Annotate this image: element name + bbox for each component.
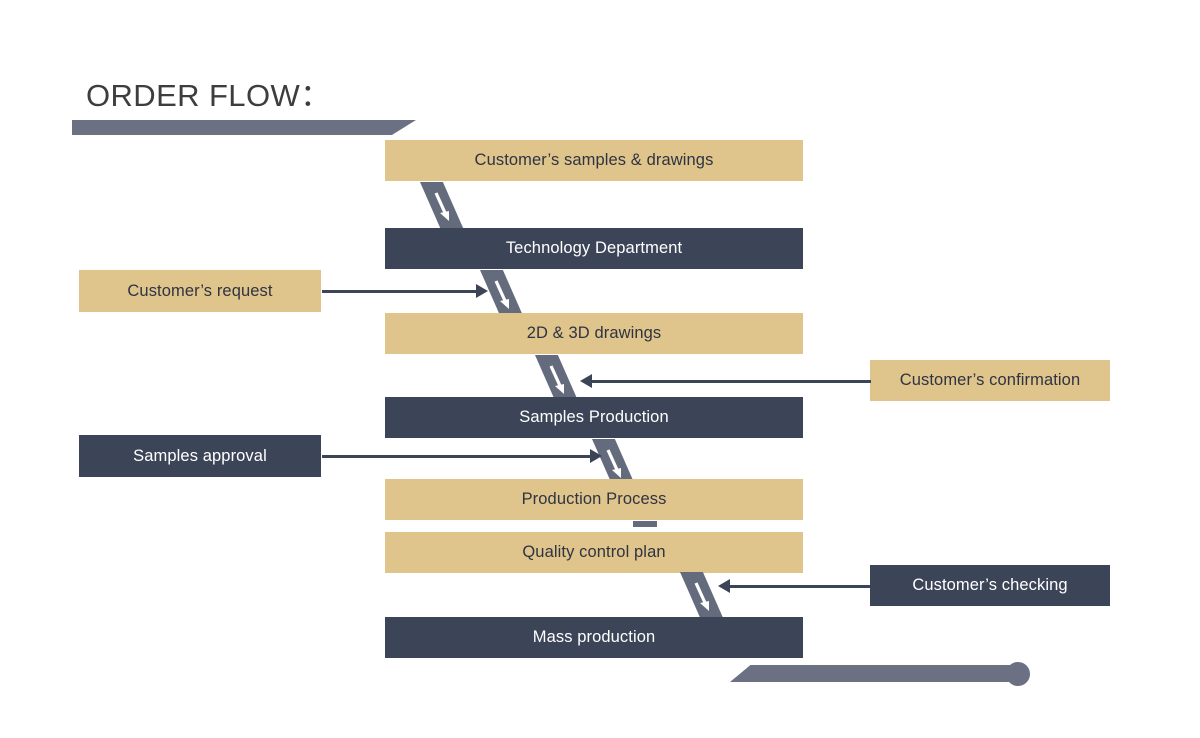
- input-box-samples-approval[interactable]: Samples approval: [79, 435, 321, 477]
- flow-box-samples-production[interactable]: Samples Production: [385, 397, 803, 438]
- arrow-glyph: [606, 449, 621, 478]
- arrow-down-icon-1: [420, 182, 464, 230]
- arrow-glyph: [494, 280, 509, 309]
- flow-box-technology-department[interactable]: Technology Department: [385, 228, 803, 269]
- flow-box-production-process[interactable]: Production Process: [385, 479, 803, 520]
- arrow-glyph: [694, 582, 709, 611]
- arrow-glyph: [549, 365, 564, 394]
- input-box-customers-request[interactable]: Customer’s request: [79, 270, 321, 312]
- arrow-left-icon-customers-confirmation: [580, 374, 871, 388]
- arrow-right-icon-samples-approval: [322, 449, 602, 463]
- flow-box-2d-3d-drawings[interactable]: 2D & 3D drawings: [385, 313, 803, 354]
- arrow-right-icon-customers-request: [322, 284, 488, 298]
- flow-box-customers-samples-drawings[interactable]: Customer’s samples & drawings: [385, 140, 803, 181]
- arrow-left-icon-customers-checking: [718, 579, 871, 593]
- page-title: ORDER FLOW：: [86, 78, 332, 113]
- arrow-down-icon-3: [535, 355, 579, 403]
- connector-stub-icon: [633, 521, 657, 527]
- input-box-customers-confirmation[interactable]: Customer’s confirmation: [870, 360, 1110, 401]
- bottom-accent-dot: [1006, 662, 1030, 686]
- arrow-glyph: [434, 192, 449, 221]
- bottom-accent-bar: [730, 665, 1022, 682]
- arrow-down-icon-5: [680, 572, 724, 620]
- flow-box-mass-production[interactable]: Mass production: [385, 617, 803, 658]
- input-box-customers-checking[interactable]: Customer’s checking: [870, 565, 1110, 606]
- flow-box-quality-control-plan[interactable]: Quality control plan: [385, 532, 803, 573]
- top-accent-bar: [72, 120, 416, 135]
